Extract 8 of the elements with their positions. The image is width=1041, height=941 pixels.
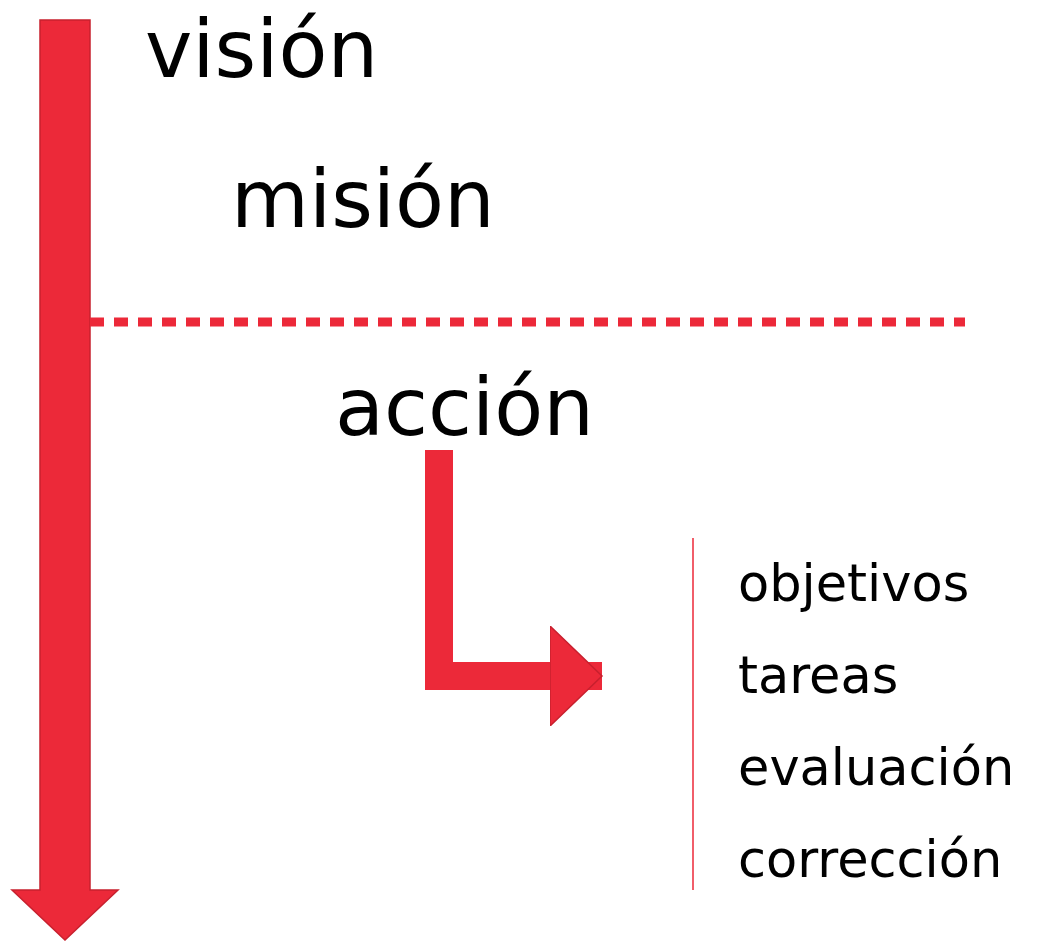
heading-text: acción: [335, 368, 594, 448]
list-item-text: corrección: [738, 829, 1003, 891]
list-item-text: objetivos: [738, 553, 970, 615]
heading-text: misión: [231, 160, 495, 240]
list-item-text: tareas: [738, 645, 899, 707]
heading-text: visión: [145, 10, 379, 90]
list-item-text: evaluación: [738, 737, 1015, 799]
elbow-arrow: [425, 450, 603, 727]
